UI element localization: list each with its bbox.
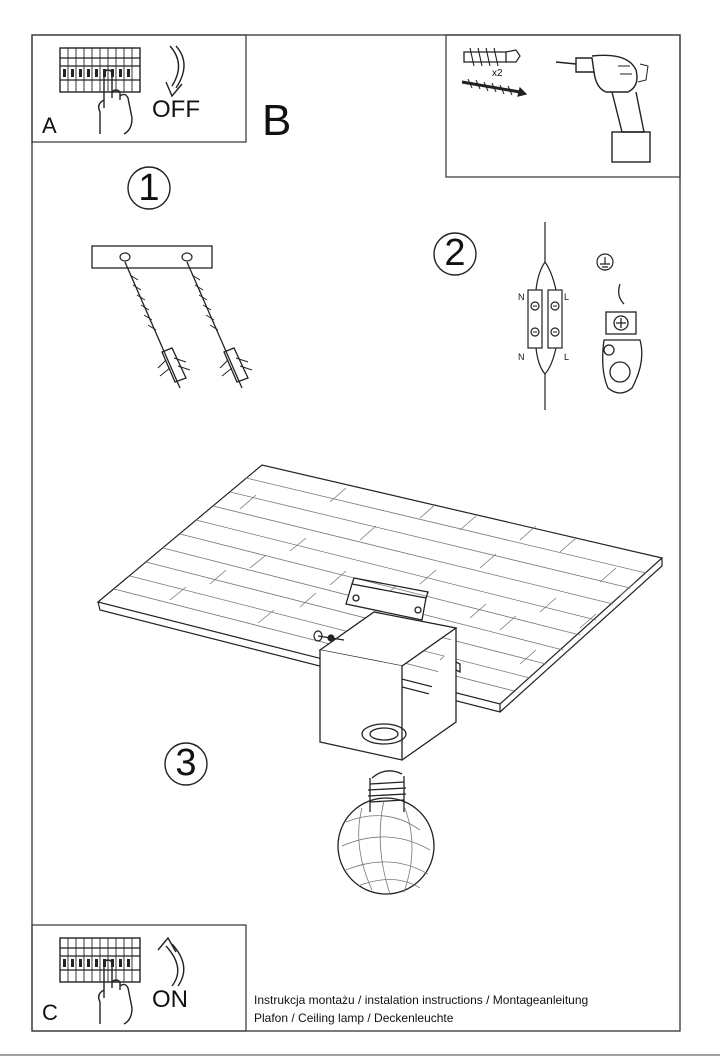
arrow-up-icon [157,936,185,987]
step-1-number: 1 [138,167,160,209]
ground-icon [596,253,614,271]
wire-label-l-bottom: L [564,352,570,362]
mounting-bracket [91,245,213,269]
light-bulb [337,770,435,895]
panel-c-box [31,924,247,1032]
footer-product-name: Plafon / Ceiling lamp / Deckenleuchte [254,1011,454,1025]
step-3-number: 3 [175,742,197,784]
panel-tools-box [445,34,681,178]
step-2-circle [433,232,477,276]
side-screw [313,630,345,642]
screw-anchor-right [186,261,253,389]
wall-plug-icon [463,47,521,67]
step-1-circle [127,166,171,210]
arrow-down-icon [165,45,185,98]
step-3-circle [164,742,208,786]
drill-icon [555,54,651,163]
ground-terminal [602,283,643,394]
fuse-box-icon [59,47,141,93]
panel-a-box [31,34,247,143]
panel-c-label: C [42,1000,58,1025]
wire-label-n-bottom: N [518,352,525,362]
screw-anchor-left [124,261,191,389]
outer-border [31,34,681,1032]
panel-b-label: B [262,96,292,145]
panel-a-label: A [42,113,57,138]
terminal-block [527,222,563,410]
hand-icon-c [97,959,133,1025]
quantity-label: x2 [492,68,503,79]
wire-label-l-top: L [564,292,570,302]
footer-instructions-title: Instrukcja montażu / instalation instruc… [254,993,589,1007]
ceiling-bracket [345,577,429,621]
wire-label-n-top: N [518,292,525,302]
off-label: OFF [152,96,200,123]
screw-icon [461,78,528,97]
lamp-body [318,611,461,761]
on-label: ON [152,986,188,1013]
hand-icon [97,69,133,135]
fuse-box-icon-c [59,937,141,983]
step-2-number: 2 [444,232,466,274]
